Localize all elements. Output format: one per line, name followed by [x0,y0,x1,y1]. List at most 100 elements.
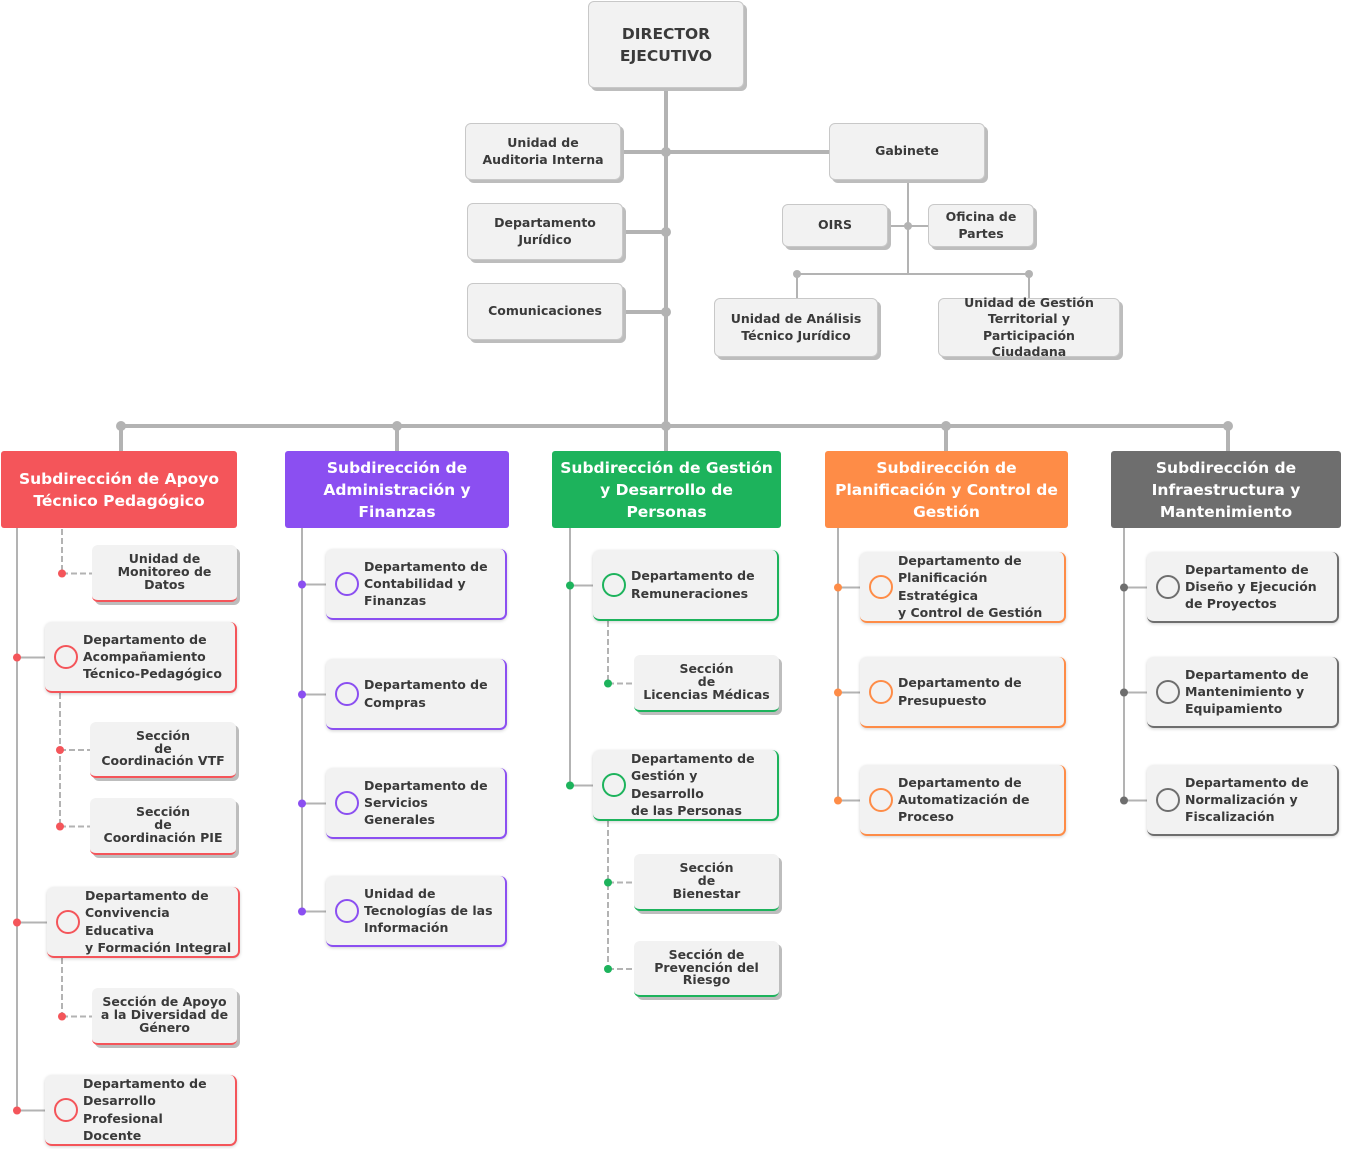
circle-icon [54,1097,78,1122]
department-box[interactable]: Departamento de Automatización de Proces… [860,765,1066,836]
department-box[interactable]: Departamento de Planificación Estratégic… [860,552,1066,623]
section-box[interactable]: Sección de Bienestar [634,854,779,911]
director-box[interactable]: DIRECTOR EJECUTIVO [588,1,744,88]
connector-dot [13,1106,21,1115]
department-box[interactable]: Departamento de Remuneraciones [593,550,779,621]
oirs-box[interactable]: OIRS [782,204,888,247]
section-box[interactable]: Sección de Coordinación PIE [90,798,236,855]
connector-dot [566,781,574,790]
connector-dot [298,580,306,589]
subdireccion-header[interactable]: Subdirección de Administración y Finanza… [285,451,509,528]
auditoria-box[interactable]: Unidad de Auditoria Interna [465,123,621,180]
department-box[interactable]: Departamento de Mantenimiento y Equipami… [1147,657,1339,728]
connector-dot [58,1012,66,1021]
connector-dot [56,746,64,754]
department-label: Departamento de Compras [364,677,488,710]
department-label: Departamento de Acompañamiento Técnico-P… [83,631,222,682]
comunicaciones-box[interactable]: Comunicaciones [467,283,623,340]
circle-icon [602,772,626,797]
department-box[interactable]: Departamento de Acompañamiento Técnico-P… [45,622,237,693]
connector-dot [1025,270,1033,278]
analisis-juridico-box[interactable]: Unidad de Análisis Técnico Jurídico [714,298,878,357]
connector-dot [13,918,21,927]
department-label: Departamento de Contabilidad y Finanzas [364,558,488,609]
gestion-territorial-box[interactable]: Unidad de Gestión Territorial y Particip… [938,295,1120,359]
connector-dot [793,270,801,278]
department-label: Departamento de Servicios Generales [364,777,488,828]
connector-dot [1120,796,1128,805]
connector-dot [392,421,402,431]
connector-dot [661,307,671,317]
department-box[interactable]: Departamento de Presupuesto [860,657,1066,728]
connector-dot [834,796,842,805]
subdireccion-header[interactable]: Subdirección de Gestión y Desarrollo de … [552,451,781,528]
connector-dot [661,421,671,431]
department-label: Departamento de Convivencia Educativa y … [85,888,232,955]
connector-dot [298,799,306,808]
department-label: Departamento de Gestión y Desarrollo de … [631,751,755,818]
department-box[interactable]: Departamento de Contabilidad y Finanzas [326,549,507,620]
connector-dot [604,878,612,887]
circle-icon [869,787,893,812]
connector-dot [298,907,306,916]
connector-dot [58,569,66,578]
department-label: Departamento de Desarrollo Profesional D… [83,1076,207,1143]
connector-dot [661,147,671,157]
connector-dot [834,583,842,592]
gabinete-box[interactable]: Gabinete [829,123,985,180]
department-label: Departamento de Mantenimiento y Equipami… [1185,666,1309,717]
department-label: Departamento de Presupuesto [898,675,1022,708]
department-label: Departamento de Remuneraciones [631,568,755,601]
circle-icon [335,681,359,706]
juridico-box[interactable]: Departamento Jurídico [467,203,623,260]
connector-dot [834,688,842,697]
circle-icon [54,644,78,669]
section-box[interactable]: Sección de Apoyo a la Diversidad de Géne… [92,988,237,1045]
subdireccion-header[interactable]: Subdirección de Apoyo Técnico Pedagógico [1,451,237,528]
department-box[interactable]: Departamento de Servicios Generales [326,768,507,839]
circle-icon [1156,574,1180,599]
connector-dot [904,222,912,230]
department-label: Departamento de Normalización y Fiscaliz… [1185,774,1309,825]
department-box[interactable]: Departamento de Desarrollo Profesional D… [45,1075,237,1146]
department-box[interactable]: Departamento de Convivencia Educativa y … [47,887,240,958]
circle-icon [602,572,626,597]
connector-dot [661,227,671,237]
circle-icon [56,909,80,934]
department-label: Departamento de Planificación Estratégic… [898,553,1043,620]
circle-icon [335,898,359,923]
connector-dot [941,421,951,431]
circle-icon [1156,679,1180,704]
subdireccion-header[interactable]: Subdirección de Infraestructura y Manten… [1111,451,1341,528]
circle-icon [869,679,893,704]
connector-dot [298,690,306,699]
department-label: Departamento de Automatización de Proces… [898,774,1030,825]
connector-dot [1120,583,1128,592]
department-box[interactable]: Departamento de Compras [326,659,507,730]
section-box[interactable]: Sección de Licencias Médicas [634,655,779,712]
department-box[interactable]: Unidad de Tecnologías de las Información [326,876,507,947]
circle-icon [1156,787,1180,812]
connector-dot [1223,421,1233,431]
connector-dot [604,679,612,688]
department-box[interactable]: Departamento de Diseño y Ejecución de Pr… [1147,552,1339,623]
department-label: Unidad de Tecnologías de las Información [364,885,493,936]
connector-dot [1120,688,1128,697]
section-box[interactable]: Unidad de Monitoreo de Datos [92,545,237,602]
circle-icon [869,574,893,599]
department-box[interactable]: Departamento de Gestión y Desarrollo de … [593,750,779,821]
department-box[interactable]: Departamento de Normalización y Fiscaliz… [1147,765,1339,836]
section-box[interactable]: Sección de Prevención del Riesgo [634,941,779,997]
connector-dot [56,822,64,831]
subdireccion-header[interactable]: Subdirección de Planificación y Control … [825,451,1068,528]
connector-dot [13,653,21,662]
connector-dot [116,421,126,431]
connector-dot [566,581,574,590]
connector-dot [604,965,612,973]
department-label: Departamento de Diseño y Ejecución de Pr… [1185,561,1317,612]
oficina-partes-box[interactable]: Oficina de Partes [928,204,1034,247]
section-box[interactable]: Sección de Coordinación VTF [90,722,236,778]
circle-icon [335,571,359,596]
circle-icon [335,790,359,815]
